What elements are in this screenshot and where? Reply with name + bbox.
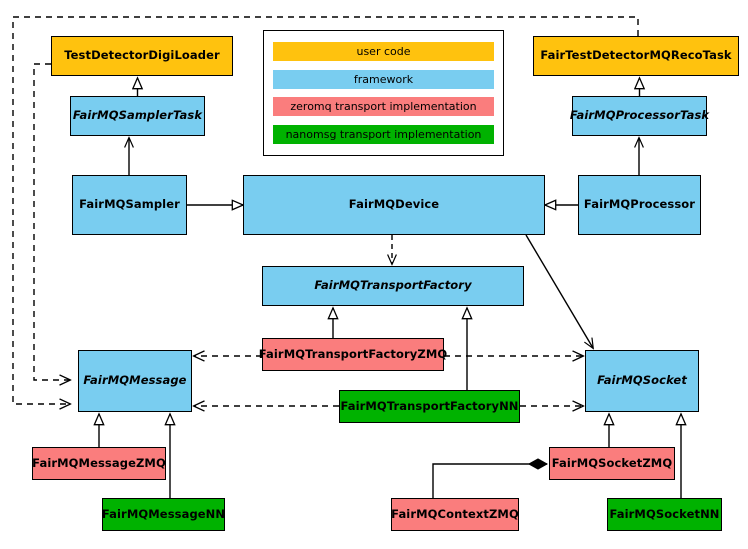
class-label: FairMQDevice bbox=[348, 197, 440, 212]
class-box-fairmqprocessor[interactable]: FairMQProcessor bbox=[578, 175, 701, 235]
class-box-fairmqsocketnn[interactable]: FairMQSocketNN bbox=[607, 498, 722, 531]
class-box-fairmqmessage[interactable]: FairMQMessage bbox=[78, 350, 192, 412]
class-box-fairmqtransportfactory[interactable]: FairMQTransportFactory bbox=[262, 266, 524, 306]
edge-socketzmq-composes-contextzmq bbox=[432, 464, 547, 498]
class-box-fairmqsocket[interactable]: FairMQSocket bbox=[585, 350, 699, 412]
class-box-fairmqtransportfactorynn[interactable]: FairMQTransportFactoryNN bbox=[339, 390, 520, 423]
legend-label-framework: framework bbox=[353, 72, 414, 86]
legend-label-user-code: user code bbox=[356, 45, 411, 59]
class-label: FairMQSamplerTask bbox=[72, 108, 203, 123]
class-label: FairTestDetectorMQRecoTask bbox=[540, 48, 732, 63]
legend-item-framework: framework bbox=[273, 69, 494, 89]
class-label: TestDetectorDigiLoader bbox=[64, 48, 220, 63]
class-label: FairMQTransportFactoryNN bbox=[340, 398, 519, 413]
class-label: FairMQMessageNN bbox=[101, 506, 226, 521]
class-box-fairtestdetectormqrecotask[interactable]: FairTestDetectorMQRecoTask bbox=[533, 36, 739, 76]
class-label: FairMQProcessorTask bbox=[569, 108, 710, 123]
class-box-fairmqprocessortask[interactable]: FairMQProcessorTask bbox=[569, 96, 710, 136]
class-box-fairmqsamplertask[interactable]: FairMQSamplerTask bbox=[70, 96, 205, 136]
class-box-fairmqcontextzmq[interactable]: FairMQContextZMQ bbox=[391, 498, 519, 531]
class-box-fairmqtransportfactoryzmq[interactable]: FairMQTransportFactoryZMQ bbox=[259, 338, 447, 371]
legend-label-nanomsg: nanomsg transport implementation bbox=[285, 127, 482, 141]
class-label: FairMQMessageZMQ bbox=[32, 455, 166, 470]
class-box-testdetectordigiloader[interactable]: TestDetectorDigiLoader bbox=[51, 36, 233, 76]
legend-item-nanomsg: nanomsg transport implementation bbox=[273, 124, 494, 144]
class-label: FairMQTransportFactoryZMQ bbox=[258, 346, 448, 361]
edge-device-to-socket bbox=[525, 234, 593, 348]
legend-item-zeromq: zeromq transport implementation bbox=[273, 97, 494, 117]
class-label: FairMQContextZMQ bbox=[391, 506, 519, 521]
legend-label-zeromq: zeromq transport implementation bbox=[290, 100, 477, 114]
class-box-fairmqsocketzmq[interactable]: FairMQSocketZMQ bbox=[549, 447, 675, 480]
legend-item-user-code: user code bbox=[273, 42, 494, 62]
class-label: FairMQSocket bbox=[597, 373, 687, 388]
class-label: FairMQSocketZMQ bbox=[551, 455, 673, 470]
class-label: FairMQSocketNN bbox=[609, 506, 720, 521]
class-box-fairmqdevice[interactable]: FairMQDevice bbox=[243, 175, 545, 235]
class-box-fairmqmessagezmq[interactable]: FairMQMessageZMQ bbox=[32, 447, 166, 480]
class-label: FairMQSampler bbox=[79, 197, 180, 212]
class-label: FairMQTransportFactory bbox=[314, 278, 472, 293]
class-box-fairmqmessagenn[interactable]: FairMQMessageNN bbox=[102, 498, 225, 531]
edge-recotask-to-message bbox=[12, 16, 639, 404]
class-box-fairmqsampler[interactable]: FairMQSampler bbox=[72, 175, 187, 235]
legend: user code framework zeromq transport imp… bbox=[263, 30, 504, 156]
class-label: FairMQMessage bbox=[83, 373, 187, 388]
edge-digiloader-to-message bbox=[33, 63, 70, 380]
class-label: FairMQProcessor bbox=[583, 197, 696, 212]
